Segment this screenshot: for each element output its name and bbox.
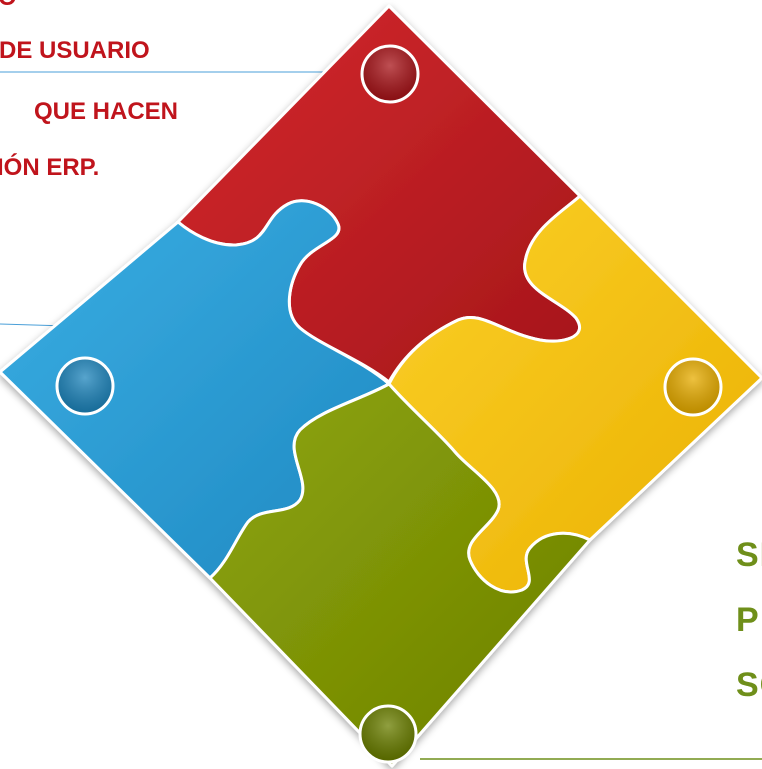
red-text-line-3: IÓN ERP. bbox=[0, 154, 100, 181]
red-text-line-0: O bbox=[0, 0, 17, 12]
red-text-line-2: QUE HACEN bbox=[34, 98, 179, 125]
green-text-line-2: P bbox=[736, 601, 760, 639]
blue-circle-marker bbox=[55, 356, 115, 416]
red-circle-marker bbox=[360, 44, 420, 104]
green-text-line-3: SC bbox=[736, 666, 762, 704]
red-text-line-1: DE USUARIO bbox=[0, 37, 150, 64]
green-puzzle-piece bbox=[208, 382, 592, 768]
green-circle-marker bbox=[358, 704, 418, 764]
yellow-circle-marker bbox=[663, 357, 723, 417]
green-text-line-1: SI bbox=[736, 536, 762, 574]
